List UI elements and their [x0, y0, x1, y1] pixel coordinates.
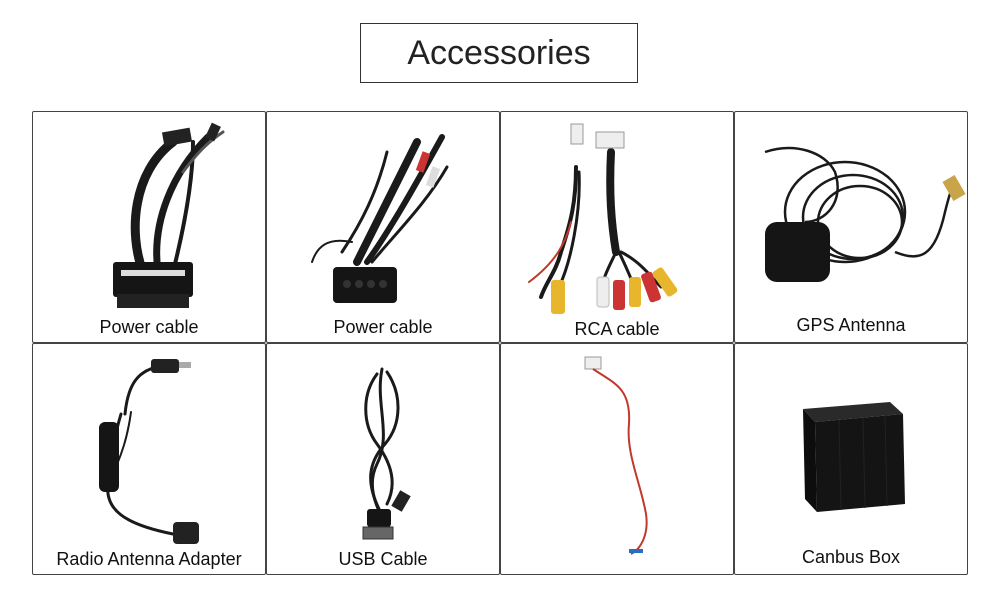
item-canbus-box[interactable]: Canbus Box: [734, 343, 968, 575]
item-label: Canbus Box: [801, 547, 901, 567]
item-red-wire[interactable]: [500, 343, 734, 575]
item-gps-antenna[interactable]: GPS Antenna: [734, 111, 968, 343]
item-usb-cable[interactable]: USB Cable: [266, 343, 500, 575]
power-cable-harness-image: [311, 134, 449, 303]
item-label: Power cable: [99, 317, 199, 337]
item-rca-cable[interactable]: RCA cable: [500, 111, 734, 343]
item-label: Radio Antenna Adapter: [56, 549, 242, 569]
red-wire-image: [584, 356, 648, 555]
item-radio-antenna-adapter[interactable]: Radio Antenna Adapter: [32, 343, 266, 575]
usb-cable-image: [362, 367, 411, 540]
item-power-cable-2[interactable]: Power cable: [266, 111, 500, 343]
radio-antenna-adapter-image: [99, 359, 199, 544]
item-label: GPS Antenna: [796, 315, 906, 335]
canbus-box-image: [803, 402, 905, 512]
item-power-cable-1[interactable]: Power cable: [32, 111, 266, 343]
page-title: Accessories: [360, 23, 638, 83]
item-label: RCA cable: [574, 319, 660, 339]
power-cable-image: [113, 122, 225, 308]
item-label: Power cable: [333, 317, 433, 337]
gps-antenna-image: [764, 146, 966, 282]
rca-cable-image: [528, 123, 678, 314]
item-label: USB Cable: [338, 549, 428, 569]
